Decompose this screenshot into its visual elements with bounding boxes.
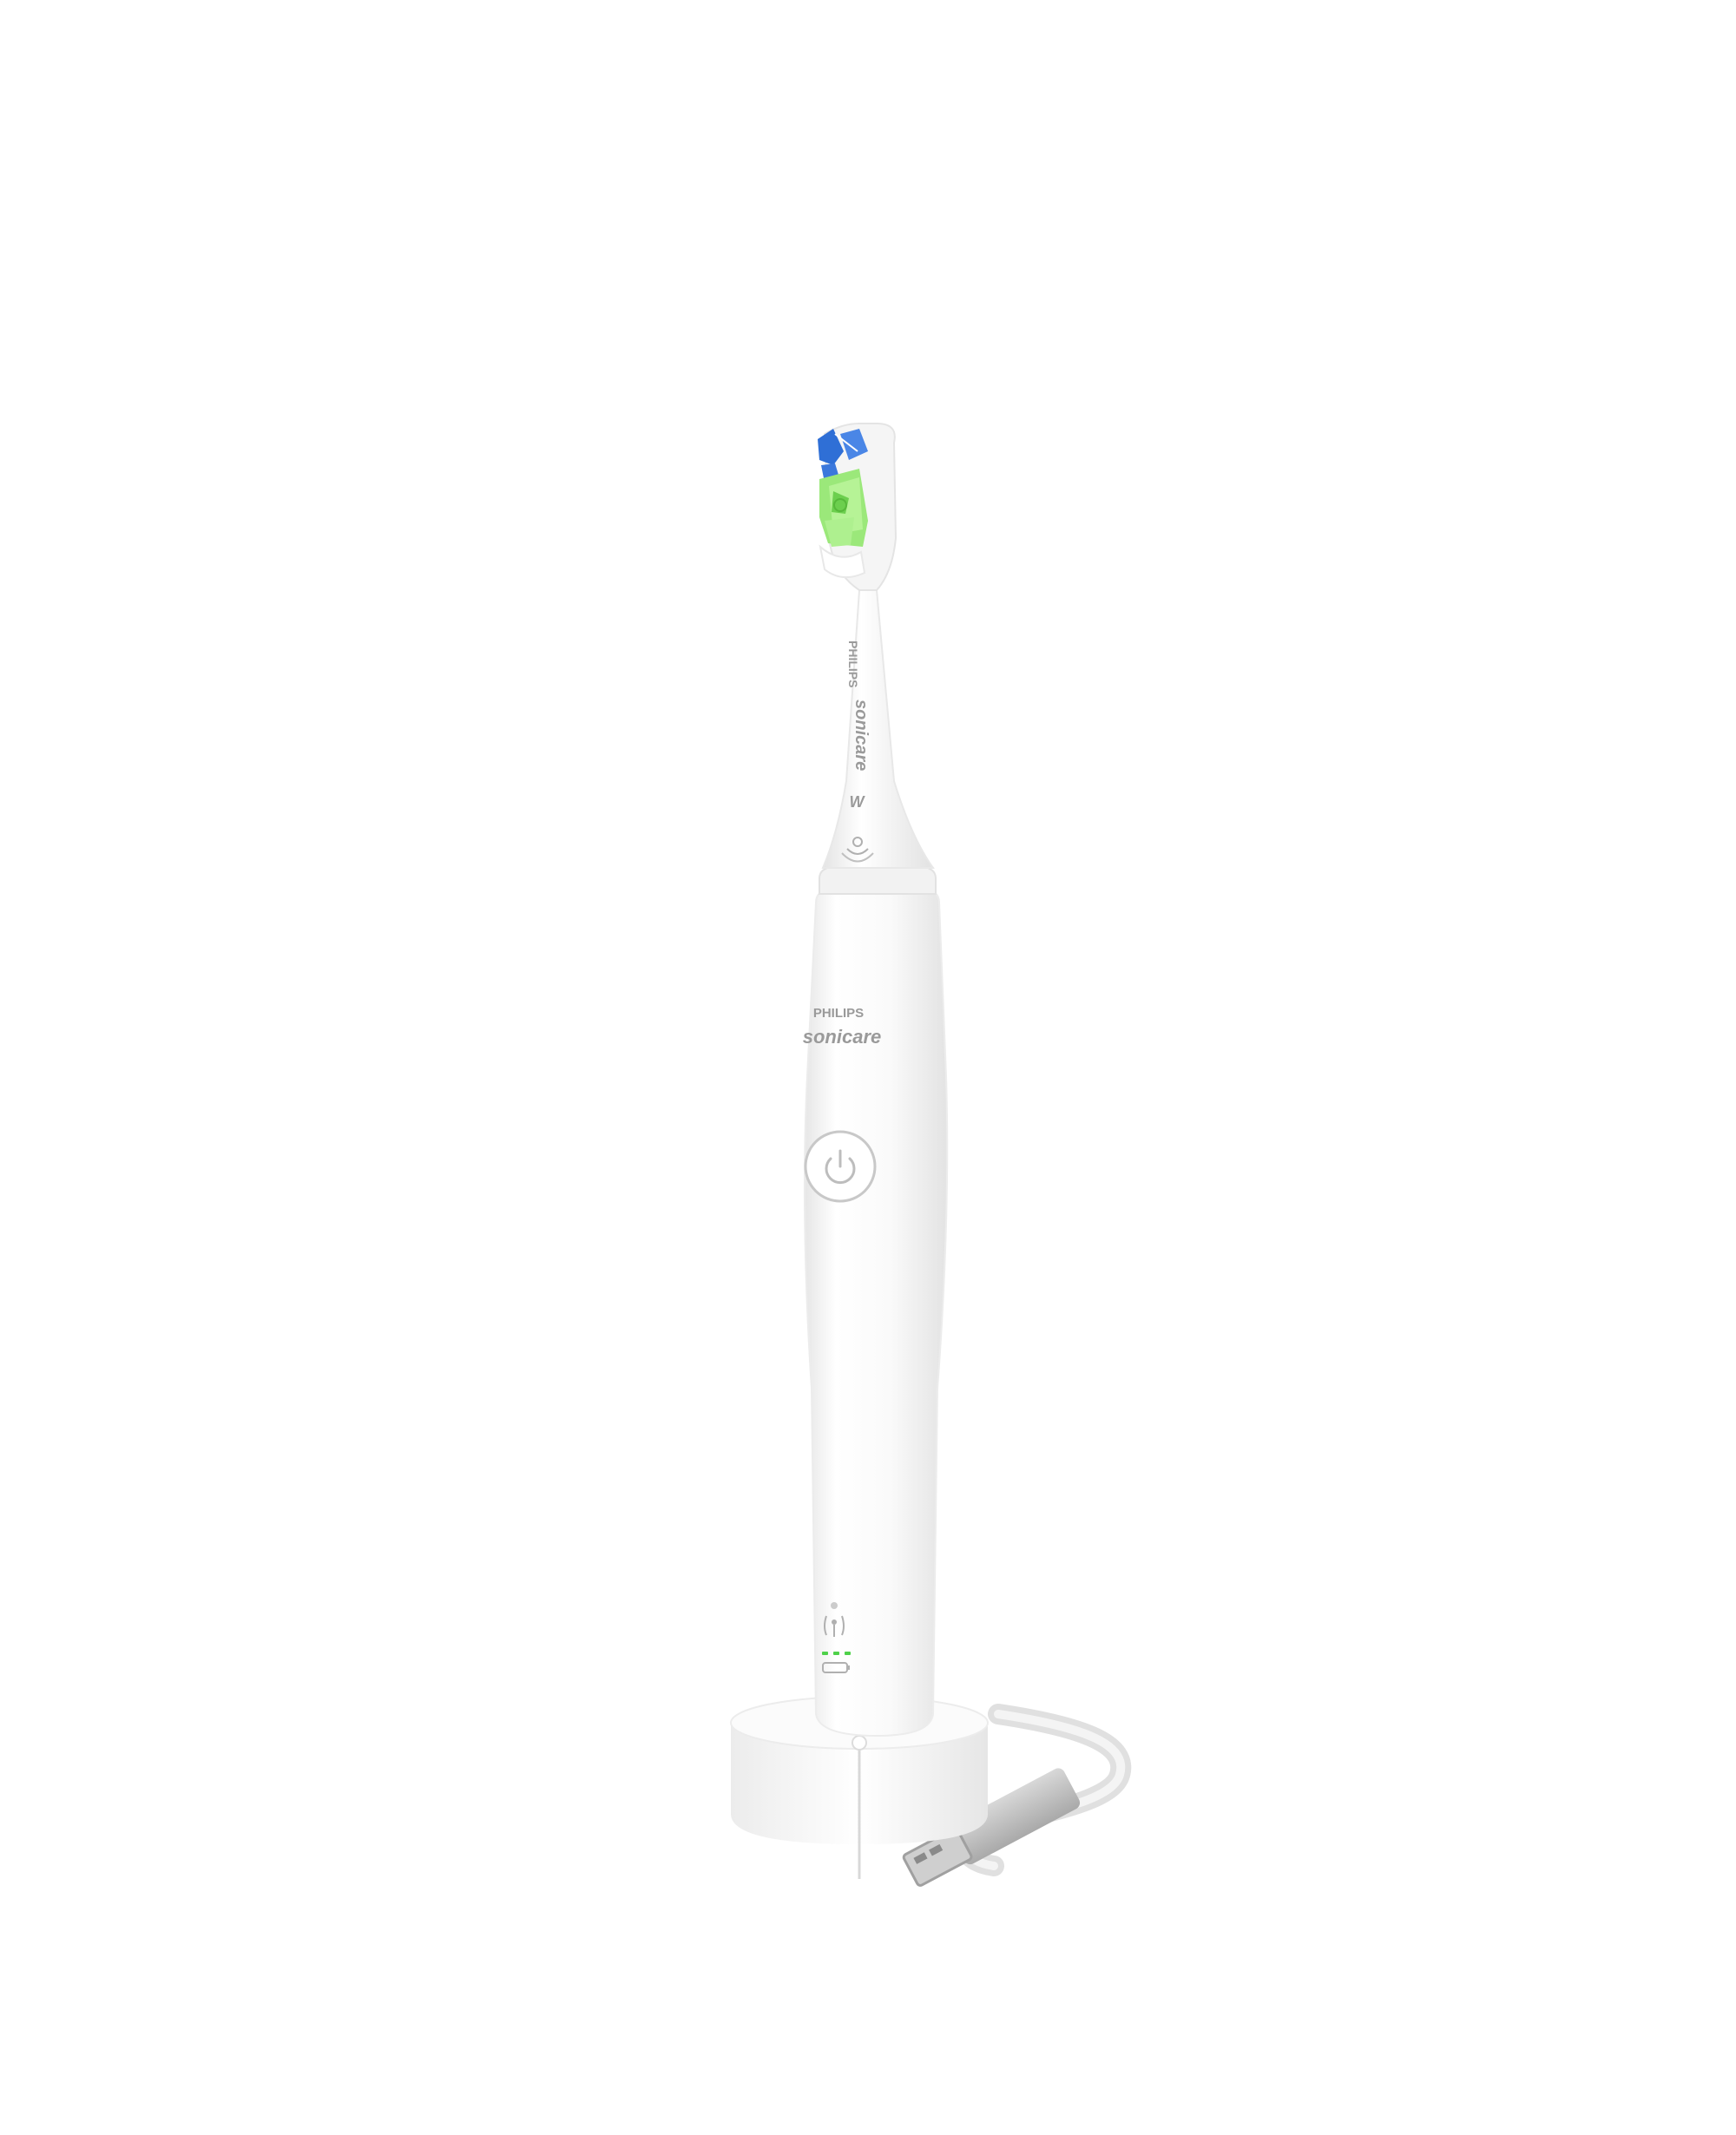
toothbrush-handle: PHILIPS sonicare xyxy=(803,889,949,1738)
handle-brand-top: PHILIPS xyxy=(813,1006,864,1021)
sensor-dot xyxy=(831,1602,838,1609)
usb-plug xyxy=(902,1768,1081,1887)
power-icon xyxy=(825,1149,856,1185)
rfid-waves-icon xyxy=(841,837,874,863)
pressure-sensor-icon xyxy=(824,1615,845,1637)
battery-icon xyxy=(822,1662,850,1673)
head-mark: W xyxy=(850,793,866,811)
bristles xyxy=(818,429,868,579)
status-indicators xyxy=(822,1602,851,1673)
handle-brand-main: sonicare xyxy=(803,1026,882,1048)
head-brand-main: sonicare xyxy=(852,700,871,771)
head-brand-top: PHILIPS xyxy=(846,640,860,687)
power-button[interactable] xyxy=(804,1130,877,1203)
charging-base xyxy=(730,1696,1132,1887)
battery-level-leds xyxy=(822,1652,851,1655)
brush-head: PHILIPS sonicare W xyxy=(818,423,937,895)
